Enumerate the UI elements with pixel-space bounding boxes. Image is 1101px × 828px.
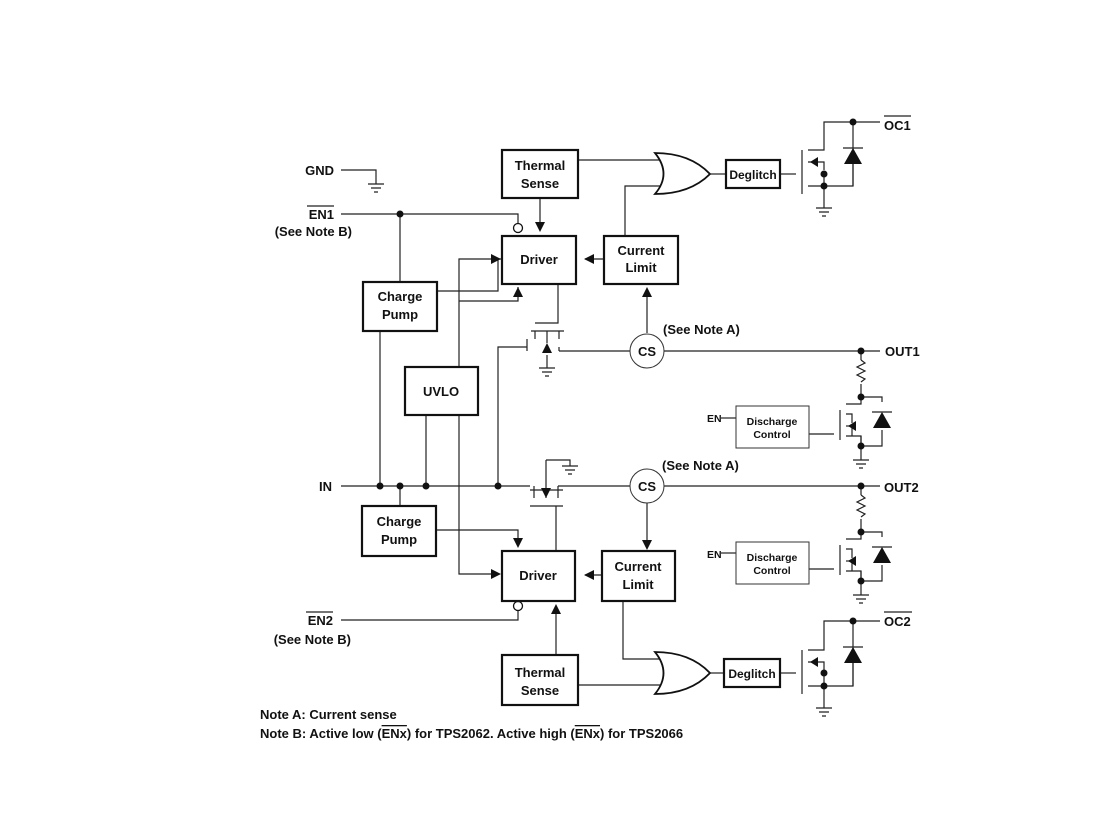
- note-b-part5: ) for TPS2066: [600, 726, 683, 741]
- see-note-a-bottom-label: (See Note A): [662, 458, 739, 473]
- en-discharge-top-label: EN: [707, 413, 722, 425]
- svg-text:CS: CS: [638, 479, 656, 494]
- discharge-control-top-block: Discharge Control: [735, 405, 810, 449]
- svg-text:Charge: Charge: [378, 289, 423, 304]
- deglitch-bottom-block: Deglitch: [722, 657, 782, 689]
- out1-label: OUT1: [885, 344, 920, 359]
- oc2-label: OC2: [884, 614, 911, 629]
- charge-pump-bottom-block: Charge Pump: [360, 504, 438, 558]
- enable-inversion-bubble-top: [512, 222, 524, 234]
- svg-text:Charge: Charge: [377, 514, 422, 529]
- svg-text:Pump: Pump: [382, 307, 418, 322]
- thermal-sense-bottom-block: Thermal Sense: [500, 653, 580, 707]
- charge-pump-top-block: Charge Pump: [361, 280, 439, 333]
- svg-text:Pump: Pump: [381, 532, 417, 547]
- see-note-a-top-label: (See Note A): [663, 322, 740, 337]
- discharge-control-bottom-block: Discharge Control: [735, 541, 810, 585]
- svg-text:Thermal: Thermal: [515, 665, 566, 680]
- note-b-enx-2: ENx: [575, 726, 601, 741]
- en1-note-label: (See Note B): [275, 224, 352, 239]
- svg-text:Deglitch: Deglitch: [728, 667, 775, 681]
- svg-text:Sense: Sense: [521, 176, 559, 191]
- svg-text:Sense: Sense: [521, 683, 559, 698]
- uvlo-block: UVLO: [403, 365, 480, 417]
- svg-text:Deglitch: Deglitch: [729, 168, 776, 182]
- svg-text:UVLO: UVLO: [423, 384, 459, 399]
- in-label: IN: [319, 479, 332, 494]
- svg-text:Current: Current: [615, 559, 663, 574]
- svg-text:Current: Current: [618, 243, 666, 258]
- svg-text:Control: Control: [753, 565, 790, 577]
- ground-symbols: [368, 183, 869, 717]
- svg-text:Driver: Driver: [519, 568, 557, 583]
- or-gate-bottom: [653, 651, 712, 695]
- fet-arrows: [810, 157, 856, 667]
- svg-text:Control: Control: [753, 429, 790, 441]
- note-b-part3: ) for TPS2062. Active high (: [407, 726, 576, 741]
- en2-note-label: (See Note B): [274, 632, 351, 647]
- enable-inversion-bubble-bottom: [512, 600, 524, 612]
- signal-arrows: [491, 222, 652, 614]
- out2-label: OUT2: [884, 480, 919, 495]
- en1-label: EN1: [309, 207, 334, 222]
- en-discharge-bottom-label: EN: [707, 549, 722, 561]
- current-sense-bottom: CS: [629, 468, 665, 504]
- driver-top-block: Driver: [500, 234, 578, 286]
- resistor-bottom: [855, 494, 867, 518]
- svg-text:Thermal: Thermal: [515, 158, 566, 173]
- note-b-part1: Note B: Active low (: [260, 726, 382, 741]
- note-b: Note B: Active low (ENx) for TPS2062. Ac…: [260, 726, 683, 741]
- deglitch-top-block: Deglitch: [724, 158, 782, 190]
- svg-text:Discharge: Discharge: [747, 552, 798, 564]
- resistor-top: [855, 359, 867, 383]
- current-sense-top: CS: [629, 333, 665, 369]
- note-a: Note A: Current sense: [260, 707, 397, 722]
- oc1-label: OC1: [884, 118, 911, 133]
- svg-text:Limit: Limit: [625, 260, 657, 275]
- en2-label: EN2: [308, 613, 333, 628]
- junction-dots: [376, 118, 865, 690]
- gnd-label: GND: [305, 163, 334, 178]
- svg-text:Limit: Limit: [622, 577, 654, 592]
- svg-text:Discharge: Discharge: [747, 416, 798, 428]
- current-limit-top-block: Current Limit: [602, 234, 680, 286]
- note-b-enx-1: ENx: [382, 726, 408, 741]
- driver-bottom-block: Driver: [500, 549, 577, 603]
- svg-text:Driver: Driver: [520, 252, 558, 267]
- thermal-sense-top-block: Thermal Sense: [500, 148, 580, 200]
- svg-text:CS: CS: [638, 344, 656, 359]
- or-gate-top: [653, 152, 712, 195]
- diode-symbols: [541, 147, 892, 686]
- current-limit-bottom-block: Current Limit: [600, 549, 677, 603]
